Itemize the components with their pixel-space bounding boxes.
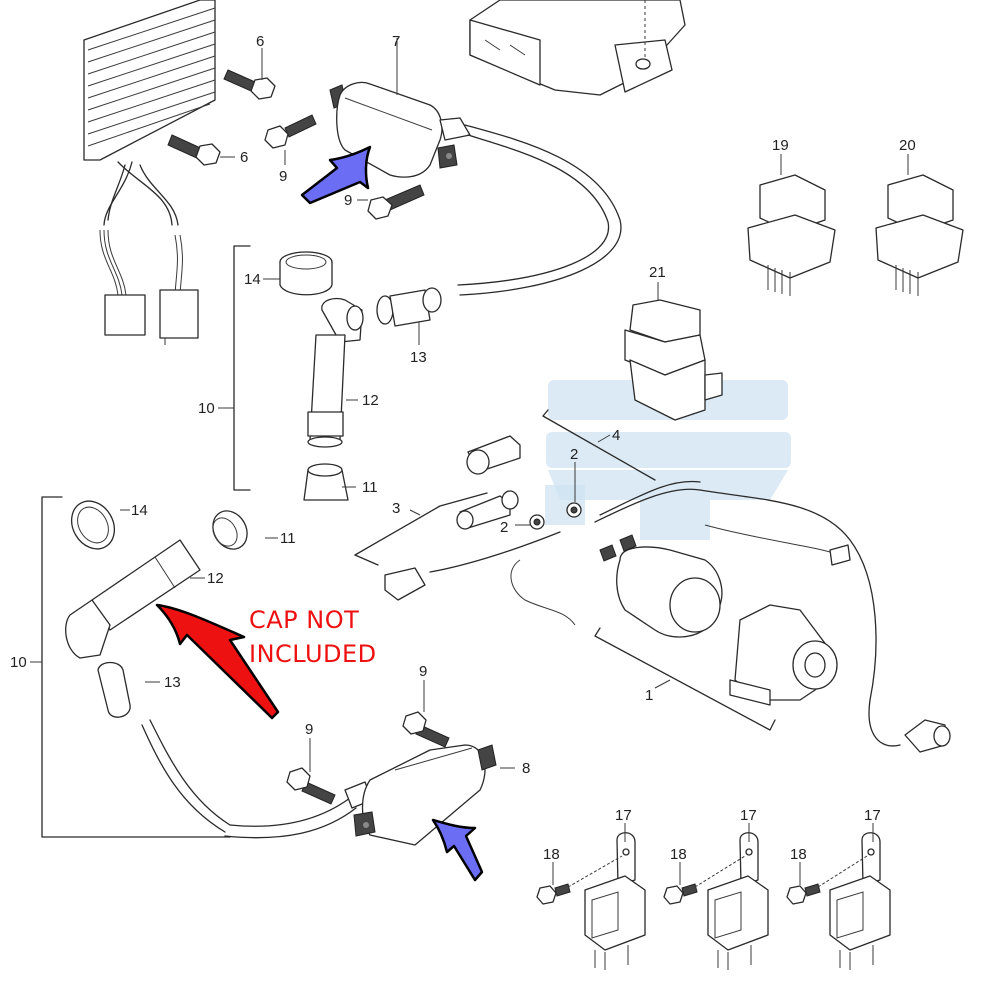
callout-18: 18	[543, 846, 560, 863]
ignition-coil-lower	[344, 744, 497, 846]
callout-14: 14	[244, 271, 261, 288]
starter-harness	[354, 409, 951, 753]
leader-lines	[30, 38, 909, 885]
callout-9: 9	[305, 721, 313, 738]
plug-cap-assembly-upper	[233, 245, 442, 501]
callout-10: 10	[198, 400, 215, 417]
callout-12: 12	[362, 392, 379, 409]
ignition-coil-upper	[329, 81, 622, 296]
callout-13: 13	[410, 349, 427, 366]
bolt-9-upper-right	[367, 184, 425, 220]
relay-17-a	[584, 832, 646, 970]
callout-21: 21	[649, 264, 666, 281]
callout-9: 9	[344, 192, 352, 209]
callouts: 6 6 7 9 9 14 13 12 10 11 14 11 12 10 13 …	[10, 33, 916, 863]
blue-arrow-lower-icon	[431, 818, 484, 882]
callout-20: 20	[899, 137, 916, 154]
cap-not-included-line1: CAP NOT	[249, 606, 359, 634]
bolt-9-upper-left	[264, 114, 317, 149]
callout-11: 11	[280, 530, 296, 547]
callout-2: 2	[500, 519, 508, 536]
callout-6: 6	[256, 33, 264, 50]
bolt-9-lower-right	[402, 711, 450, 748]
callout-10: 10	[10, 654, 27, 671]
callout-17: 17	[740, 807, 757, 824]
relay-19	[747, 174, 836, 296]
callout-11: 11	[362, 479, 378, 496]
bolt-6-upper	[223, 69, 276, 100]
callout-2: 2	[570, 446, 578, 463]
callout-8: 8	[522, 760, 530, 777]
callout-14: 14	[131, 502, 148, 519]
relay-17-b	[707, 832, 769, 970]
relay-17-c	[829, 832, 891, 970]
bolts-18	[536, 855, 868, 905]
cdi-unit	[469, 0, 686, 96]
blue-arrow-upper-icon	[300, 145, 372, 205]
plug-cap-assembly-lower	[41, 496, 248, 838]
callout-6: 6	[240, 149, 248, 166]
callout-19: 19	[772, 137, 789, 154]
bolt-6-lower	[167, 134, 221, 166]
red-arrow-icon	[155, 603, 280, 720]
callout-1: 1	[645, 687, 653, 704]
callout-9: 9	[279, 168, 287, 185]
relay-20	[875, 174, 964, 296]
callout-4: 4	[612, 427, 620, 444]
coil-lead-lower-edge	[224, 807, 357, 839]
cap-not-included-line2: INCLUDED	[249, 640, 377, 668]
callout-17: 17	[615, 807, 632, 824]
callout-3: 3	[392, 500, 400, 517]
bolt-9-lower-left	[286, 767, 336, 805]
callout-18: 18	[670, 846, 687, 863]
callout-18: 18	[790, 846, 807, 863]
coil-lead-lower	[229, 797, 351, 827]
relay-21	[624, 299, 723, 421]
watermark	[545, 380, 791, 540]
callout-13: 13	[164, 674, 181, 691]
callout-9: 9	[419, 663, 427, 680]
callout-17: 17	[864, 807, 881, 824]
callout-7: 7	[392, 33, 400, 50]
regulator-rectifier	[83, 0, 216, 345]
callout-12: 12	[207, 570, 224, 587]
